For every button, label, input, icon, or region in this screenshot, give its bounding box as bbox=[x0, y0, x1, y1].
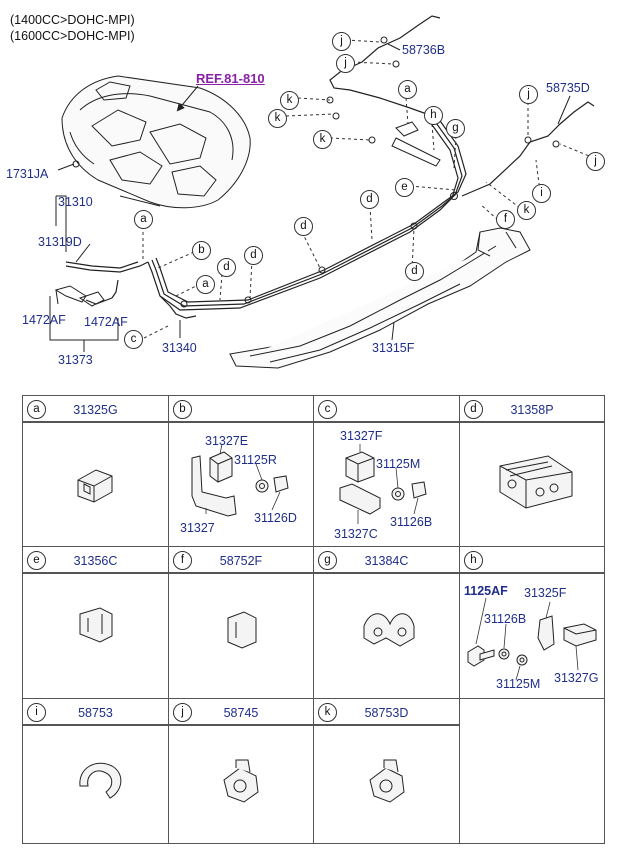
part-31327C[interactable]: 31327C bbox=[334, 527, 378, 541]
callout-k-2[interactable]: k bbox=[268, 109, 287, 128]
part-31340[interactable]: 31340 bbox=[162, 341, 197, 355]
table-cell-b-header: b bbox=[169, 396, 313, 423]
callout-j-lower[interactable]: j bbox=[336, 54, 355, 73]
engine-spec-2: (1600CC>DOHC-MPI) bbox=[10, 29, 135, 43]
table-cell-e-header: e 31356C bbox=[23, 547, 168, 574]
table-cell-g-header: g 31384C bbox=[314, 547, 459, 574]
callout-k-3[interactable]: k bbox=[313, 130, 332, 149]
callout-j-right[interactable]: j bbox=[519, 85, 538, 104]
table-key-f: f bbox=[173, 551, 192, 570]
callout-b[interactable]: b bbox=[192, 241, 211, 260]
table-key-j: j bbox=[173, 703, 192, 722]
fuel-tank-drawing bbox=[61, 75, 251, 209]
part-31319D[interactable]: 31319D bbox=[38, 235, 82, 249]
table-cell-i-header: i 58753 bbox=[23, 699, 168, 726]
table-key-h: h bbox=[464, 551, 483, 570]
callout-d-1[interactable]: d bbox=[360, 190, 379, 209]
part-31327E[interactable]: 31327E bbox=[205, 434, 249, 448]
filler-pipe-drawing bbox=[54, 285, 105, 307]
callout-d-2[interactable]: d bbox=[294, 217, 313, 236]
reference-link[interactable]: REF.81-810 bbox=[196, 71, 265, 86]
callout-h[interactable]: h bbox=[424, 106, 443, 125]
callout-a-top[interactable]: a bbox=[398, 80, 417, 99]
part-58735D[interactable]: 58735D bbox=[546, 81, 590, 95]
callout-g[interactable]: g bbox=[446, 119, 465, 138]
table-cell-a-header: a 31325G bbox=[23, 396, 168, 423]
table-code-j[interactable]: 58745 bbox=[223, 706, 259, 720]
callout-f[interactable]: f bbox=[496, 210, 515, 229]
callout-c[interactable]: c bbox=[124, 330, 143, 349]
callout-a-left[interactable]: a bbox=[134, 210, 153, 229]
table-code-f[interactable]: 58752F bbox=[219, 554, 263, 568]
table-cell-d-header: d 31358P bbox=[460, 396, 604, 423]
part-31325F[interactable]: 31325F bbox=[524, 586, 567, 600]
table-code-e[interactable]: 31356C bbox=[73, 554, 118, 568]
callout-e[interactable]: e bbox=[395, 178, 414, 197]
table-cell-h-header: h bbox=[460, 547, 604, 574]
callout-d-3[interactable]: d bbox=[244, 246, 263, 265]
part-31327F[interactable]: 31327F bbox=[340, 429, 383, 443]
part-31126B-h[interactable]: 31126B bbox=[484, 612, 527, 626]
engine-spec-1: (1400CC>DOHC-MPI) bbox=[10, 13, 135, 27]
fuel-lines bbox=[65, 15, 595, 319]
table-cell-c-header: c bbox=[314, 396, 459, 423]
part-31125M-c[interactable]: 31125M bbox=[376, 457, 421, 471]
part-31125R[interactable]: 31125R bbox=[234, 453, 277, 467]
part-1472AF-right[interactable]: 1472AF bbox=[84, 315, 128, 329]
fuel-line-illustration bbox=[49, 15, 595, 369]
table-cell-j-header: j 58745 bbox=[169, 699, 313, 726]
part-58736B[interactable]: 58736B bbox=[402, 43, 446, 57]
table-key-i: i bbox=[27, 703, 46, 722]
callout-j-far-right[interactable]: j bbox=[586, 152, 605, 171]
callout-d-5[interactable]: d bbox=[405, 262, 424, 281]
table-key-e: e bbox=[27, 551, 46, 570]
protector-tray-drawing bbox=[229, 227, 531, 369]
callout-k-4[interactable]: k bbox=[517, 201, 536, 220]
table-key-a: a bbox=[27, 400, 46, 419]
part-1731JA[interactable]: 1731JA bbox=[6, 167, 49, 181]
part-31327[interactable]: 31327 bbox=[180, 521, 215, 535]
part-31327G[interactable]: 31327G bbox=[554, 671, 599, 685]
part-1472AF-left[interactable]: 1472AF bbox=[22, 313, 66, 327]
callout-k-1[interactable]: k bbox=[280, 91, 299, 110]
table-code-g[interactable]: 31384C bbox=[364, 554, 409, 568]
table-code-d[interactable]: 31358P bbox=[510, 403, 554, 417]
parts-table-grid bbox=[22, 395, 605, 844]
part-31315F[interactable]: 31315F bbox=[372, 341, 415, 355]
callout-j-upper[interactable]: j bbox=[332, 32, 351, 51]
table-code-i[interactable]: 58753 bbox=[78, 706, 113, 720]
table-code-k[interactable]: 58753D bbox=[364, 706, 409, 720]
table-key-b: b bbox=[173, 400, 192, 419]
part-31125M-h[interactable]: 31125M bbox=[496, 677, 541, 691]
table-cell-k-header: k 58753D bbox=[314, 699, 459, 726]
callout-d-4[interactable]: d bbox=[217, 258, 236, 277]
part-31310[interactable]: 31310 bbox=[58, 195, 93, 209]
part-31126B-c[interactable]: 31126B bbox=[390, 515, 433, 529]
table-key-d: d bbox=[464, 400, 483, 419]
table-cell-f-header: f 58752F bbox=[169, 547, 313, 574]
part-31373[interactable]: 31373 bbox=[58, 353, 93, 367]
callout-i[interactable]: i bbox=[532, 184, 551, 203]
table-key-k: k bbox=[318, 703, 337, 722]
part-1125AF[interactable]: 1125AF bbox=[464, 584, 508, 598]
callout-a-mid[interactable]: a bbox=[196, 275, 215, 294]
table-key-g: g bbox=[318, 551, 337, 570]
part-31126D[interactable]: 31126D bbox=[254, 511, 297, 525]
table-key-c: c bbox=[318, 400, 337, 419]
table-code-a[interactable]: 31325G bbox=[73, 403, 118, 417]
